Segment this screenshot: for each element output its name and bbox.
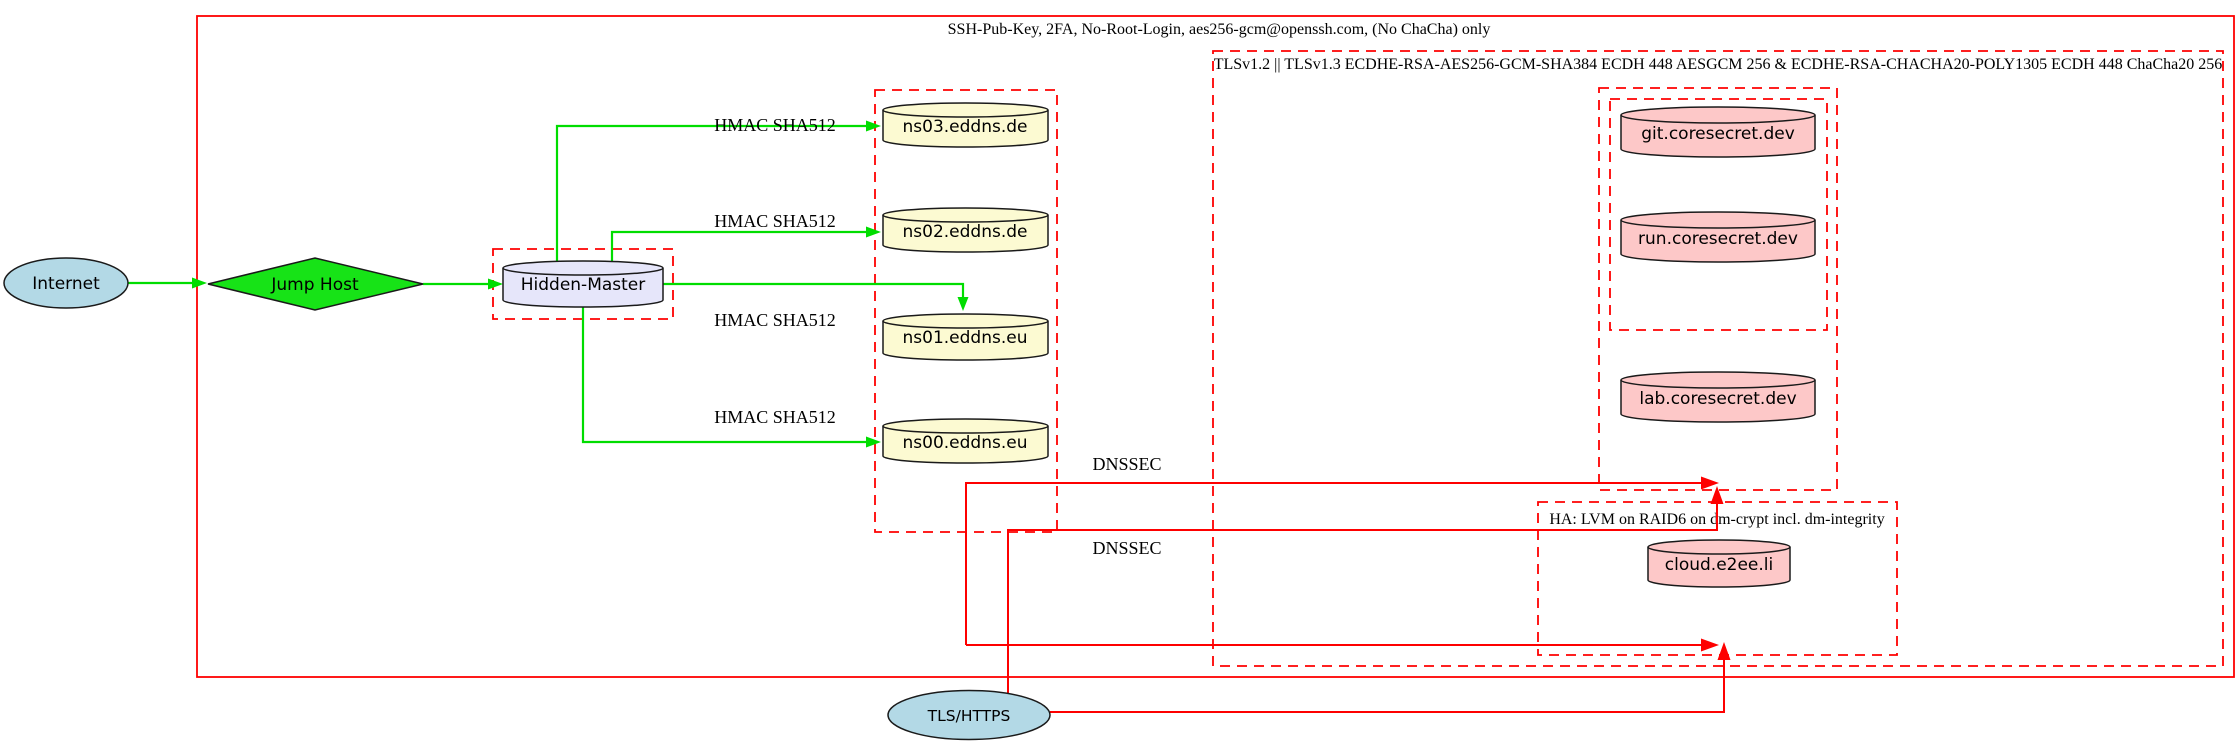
edge-tlshttps-coresecret xyxy=(1007,486,1724,693)
coresecret-outer-cluster-box xyxy=(1598,87,1838,491)
cylinder-rim-icon xyxy=(882,320,1049,329)
node-ns00-label: ns00.eddns.eu xyxy=(903,433,1028,453)
edge-jumphost-hiddenmaster xyxy=(423,278,503,290)
node-lab-label: lab.coresecret.dev xyxy=(1639,389,1796,409)
node-lab-coresecret: lab.coresecret.dev xyxy=(1620,371,1816,423)
cylinder-rim-icon xyxy=(502,267,664,276)
node-hidden-master: Hidden-Master xyxy=(502,260,664,308)
coresecret-inner-cluster-box xyxy=(1609,98,1828,331)
edge-hiddenmaster-ns00 xyxy=(581,305,881,448)
edge-label-hmac-ns01: HMAC SHA512 xyxy=(714,310,836,330)
arrowhead-right-icon xyxy=(866,120,881,132)
node-ns01: ns01.eddns.eu xyxy=(882,313,1049,361)
edge-hiddenmaster-ns02 xyxy=(610,226,881,263)
ssh-cluster-box xyxy=(196,15,2235,678)
edge-tlshttps-ha xyxy=(1050,642,1731,713)
cylinder-rim-icon xyxy=(882,109,1049,118)
node-cloud-e2ee: cloud.e2ee.li xyxy=(1647,539,1791,588)
cylinder-rim-icon xyxy=(882,214,1049,223)
arrowhead-down-icon xyxy=(957,297,969,311)
node-ns03-label: ns03.eddns.de xyxy=(903,117,1028,137)
node-jump-host-label: Jump Host xyxy=(270,275,359,295)
arrowhead-right-icon xyxy=(866,226,881,238)
node-git-label: git.coresecret.dev xyxy=(1641,124,1795,144)
cylinder-rim-icon xyxy=(1647,546,1791,555)
node-jump-host: Jump Host xyxy=(207,257,424,311)
tls-cluster-box xyxy=(1212,50,2224,667)
cylinder-rim-icon xyxy=(1620,379,1816,389)
arrowhead-right-icon xyxy=(1701,476,1719,490)
dns-cluster-box xyxy=(874,89,1058,533)
edge-dnssec-lower xyxy=(966,638,1719,652)
cylinder-rim-icon xyxy=(1620,114,1816,124)
node-git-coresecret: git.coresecret.dev xyxy=(1620,106,1816,158)
node-tls-https: TLS/HTTPS xyxy=(887,689,1051,741)
node-ns02: ns02.eddns.de xyxy=(882,207,1049,253)
node-cloud-label: cloud.e2ee.li xyxy=(1665,555,1773,575)
arrowhead-up-icon xyxy=(1710,486,1724,504)
edge-hiddenmaster-ns03 xyxy=(555,120,881,263)
node-ns03: ns03.eddns.de xyxy=(882,102,1049,148)
edge-label-dnssec-upper: DNSSEC xyxy=(1092,454,1161,474)
node-ns00: ns00.eddns.eu xyxy=(882,418,1049,464)
node-run-coresecret: run.coresecret.dev xyxy=(1620,211,1816,263)
edge-hiddenmaster-ns01 xyxy=(663,282,969,311)
node-tls-https-label: TLS/HTTPS xyxy=(927,707,1011,725)
tls-cluster-label: TLSv1.2 || TLSv1.3 ECDHE-RSA-AES256-GCM-… xyxy=(1214,56,2223,73)
arrowhead-right-icon xyxy=(866,436,881,448)
edge-dnssec-upper xyxy=(965,476,1719,645)
edge-label-hmac-ns00: HMAC SHA512 xyxy=(714,407,836,427)
arrowhead-right-icon xyxy=(488,278,503,290)
node-internet-label: Internet xyxy=(32,274,100,294)
edge-internet-jumphost xyxy=(128,277,207,289)
ssh-cluster-label: SSH-Pub-Key, 2FA, No-Root-Login, aes256-… xyxy=(948,21,1491,38)
arrowhead-right-icon xyxy=(192,277,207,289)
node-run-label: run.coresecret.dev xyxy=(1638,229,1798,249)
edge-label-hmac-ns03: HMAC SHA512 xyxy=(714,115,836,135)
cylinder-rim-icon xyxy=(1620,219,1816,229)
cylinder-rim-icon xyxy=(882,425,1049,434)
node-internet: Internet xyxy=(3,257,129,309)
arrowhead-up-icon xyxy=(1717,642,1731,660)
node-ns02-label: ns02.eddns.de xyxy=(903,222,1028,242)
node-ns01-label: ns01.eddns.eu xyxy=(903,328,1028,348)
node-hidden-master-label: Hidden-Master xyxy=(521,275,646,295)
edge-label-dnssec-lower: DNSSEC xyxy=(1092,538,1161,558)
edge-label-hmac-ns02: HMAC SHA512 xyxy=(714,211,836,231)
arrowhead-right-icon xyxy=(1701,638,1719,652)
